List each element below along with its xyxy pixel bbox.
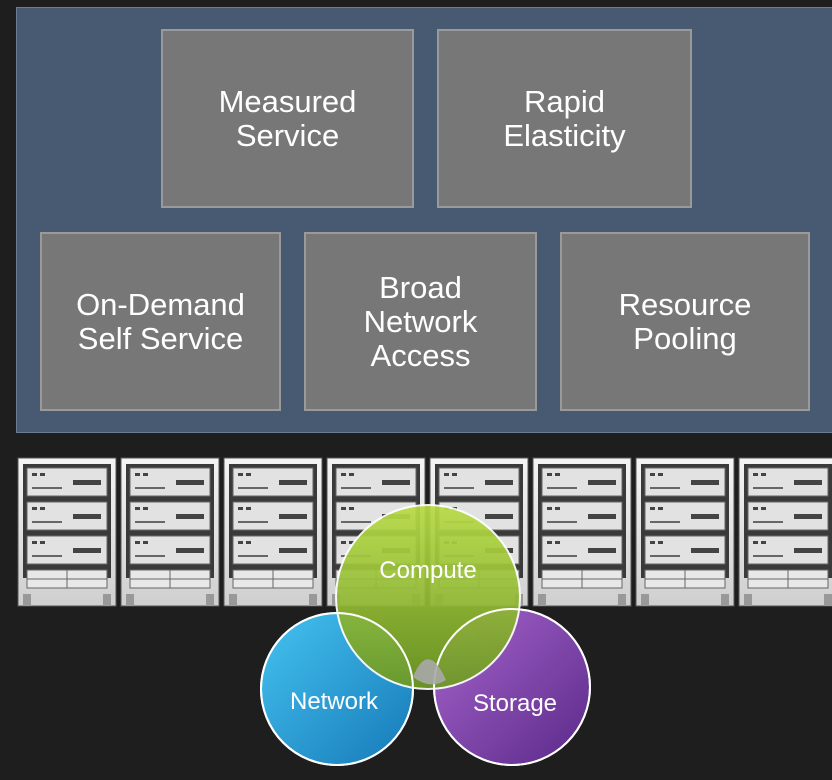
compute-label: Compute bbox=[379, 557, 476, 584]
center-overlap bbox=[413, 659, 446, 685]
broad-network-access-label: Broad Network Access bbox=[363, 269, 478, 373]
on-demand-self-service-box: On-Demand Self Service bbox=[40, 232, 281, 411]
rapid-elasticity-label: Rapid Elasticity bbox=[503, 83, 626, 153]
on-demand-self-service-label: On-Demand Self Service bbox=[76, 286, 245, 356]
compute-circle bbox=[335, 504, 521, 690]
rapid-elasticity-box: Rapid Elasticity bbox=[437, 29, 692, 208]
resource-pooling-label: Resource Pooling bbox=[618, 286, 752, 356]
network-label: Network bbox=[290, 688, 379, 715]
broad-network-access-box: Broad Network Access bbox=[304, 232, 537, 411]
storage-label: Storage bbox=[473, 690, 557, 717]
measured-service-label: Measured Service bbox=[218, 83, 357, 153]
resource-pooling-box: Resource Pooling bbox=[560, 232, 810, 411]
measured-service-box: Measured Service bbox=[161, 29, 414, 208]
